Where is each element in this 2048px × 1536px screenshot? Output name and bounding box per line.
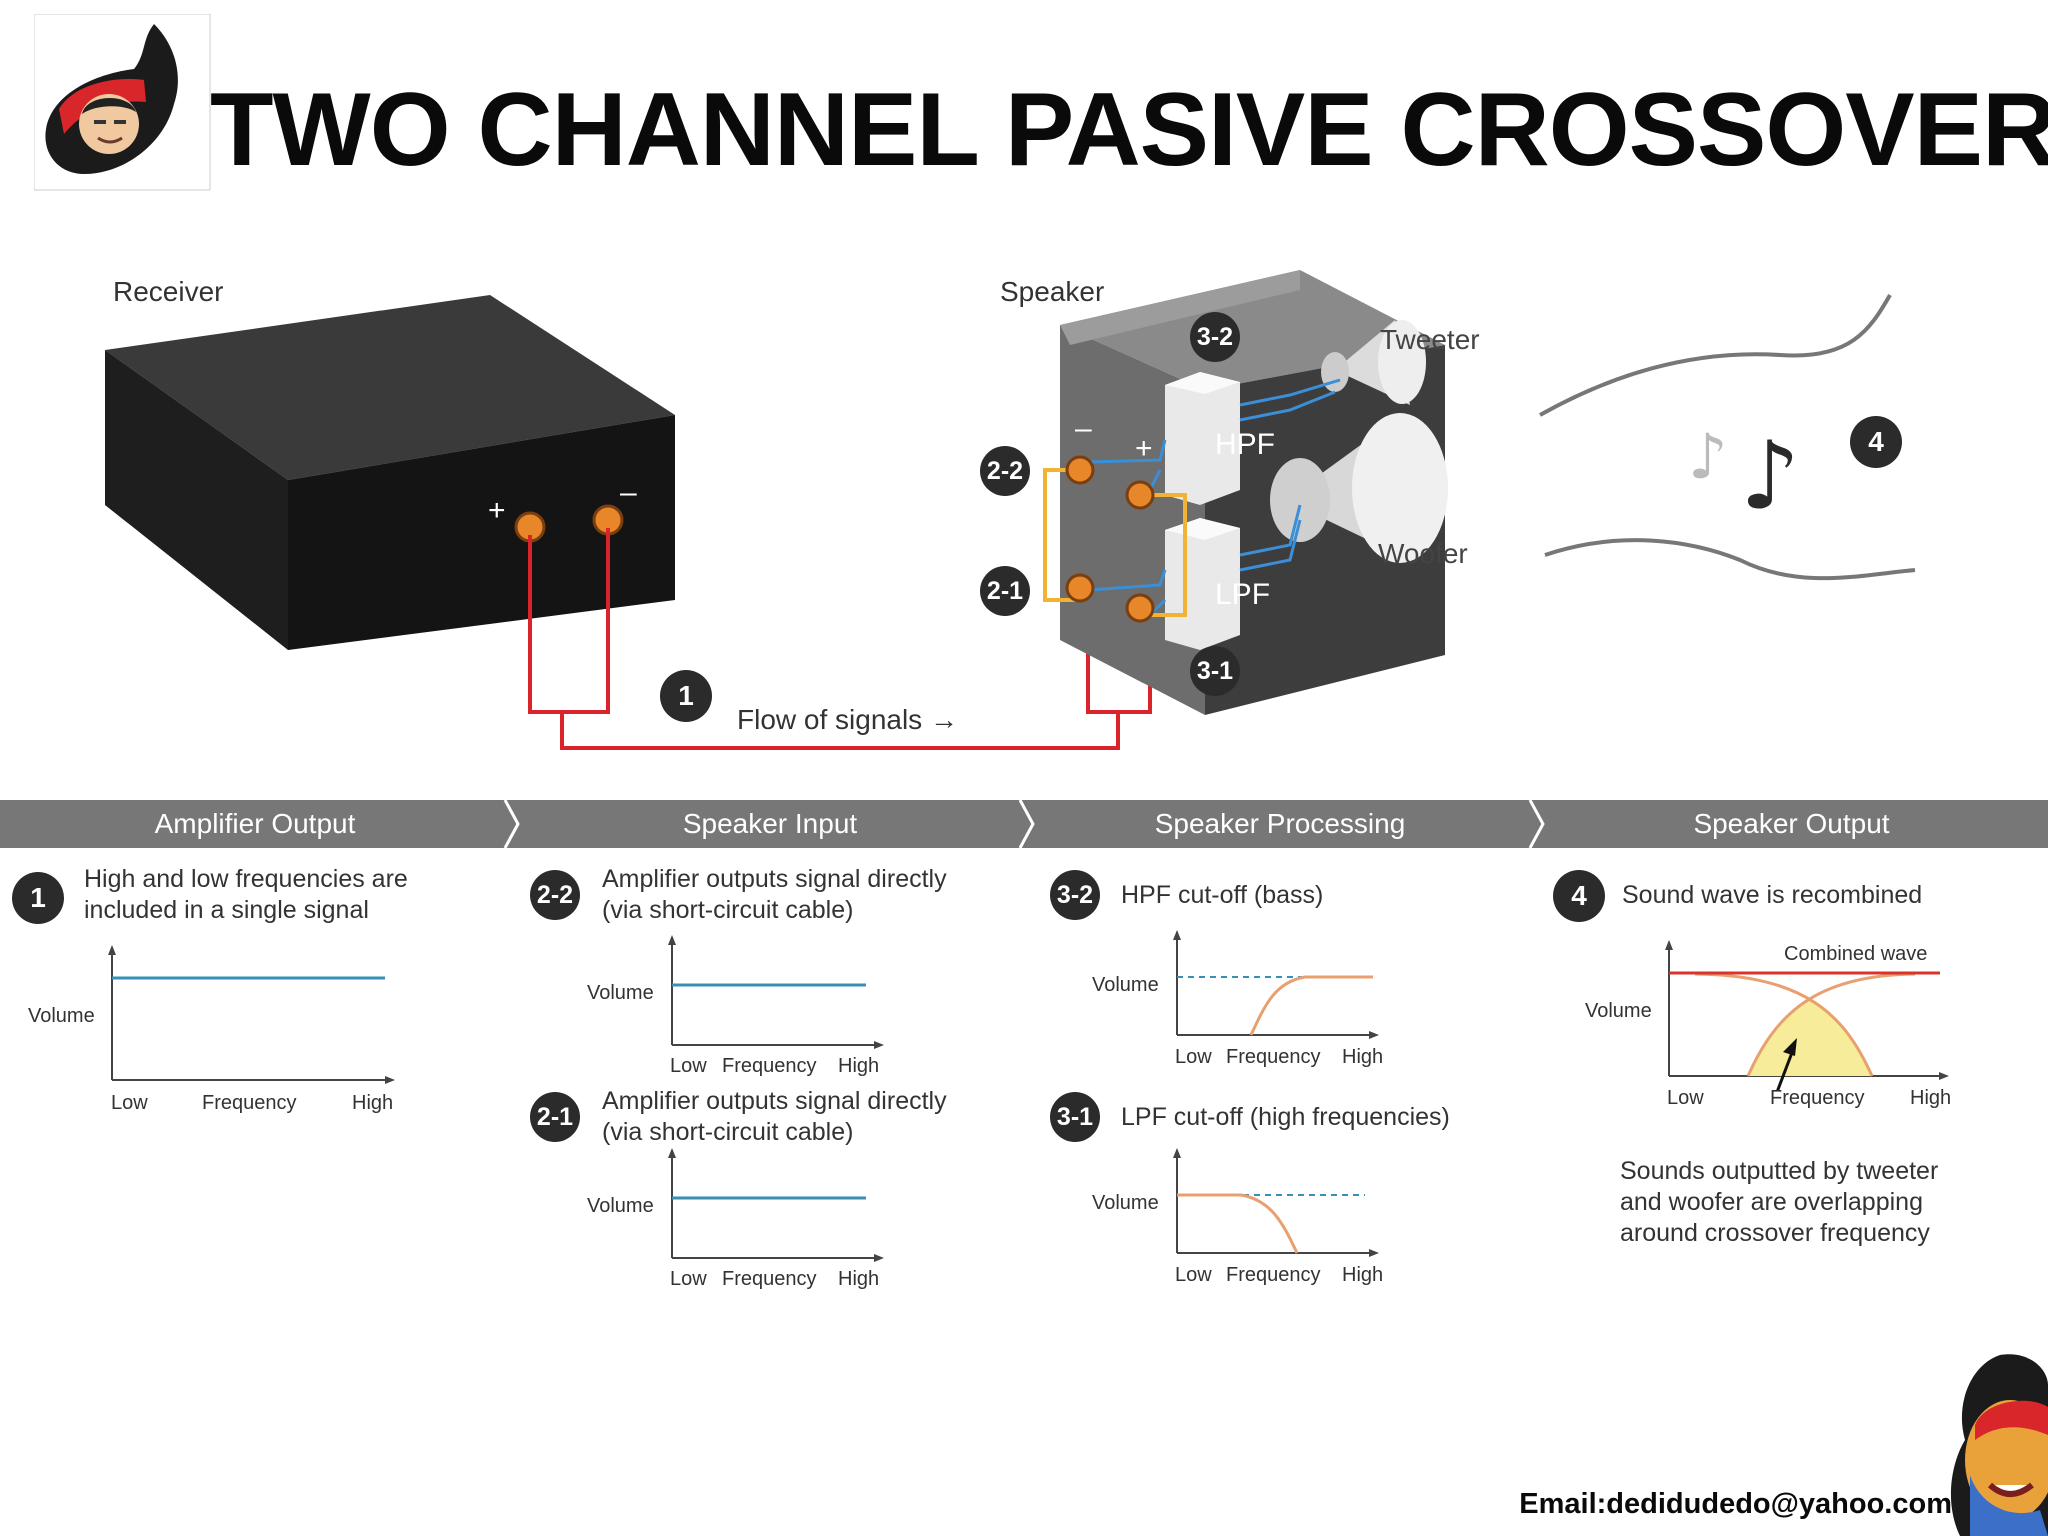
stage-bar: Amplifier Output Speaker Input Speaker P… [0, 800, 2048, 848]
stage-amplifier-output: Amplifier Output [154, 808, 356, 839]
drivers [1270, 320, 1448, 563]
axis-volume: Volume [1585, 1000, 1652, 1022]
overlap-note-line3: around crossover frequency [1620, 1219, 1930, 1247]
panel-3-2-line1: HPF cut-off (bass) [1121, 881, 1324, 909]
speaker-label: Speaker [1000, 276, 1105, 307]
axis-low: Low [111, 1092, 148, 1114]
axis-frequency: Frequency [1770, 1087, 1865, 1109]
step-badge-3-2: 3-2 [1190, 312, 1240, 362]
graph-lpf [1173, 1148, 1379, 1257]
axis-high: High [838, 1055, 880, 1077]
sound-waves [1539, 294, 1916, 581]
axis-volume: Volume [28, 1005, 95, 1027]
step-badge-3-1: 3-1 [1190, 646, 1240, 696]
axis-high: High [1342, 1046, 1384, 1068]
axis-frequency: Frequency [722, 1055, 817, 1077]
speaker-terminals [1065, 455, 1155, 623]
panel-badge-3-2: 3-2 [1050, 870, 1100, 920]
graph-hpf [1173, 930, 1379, 1039]
graph-combined [1665, 940, 1949, 1090]
panel-2-2-line2: (via short-circuit cable) [602, 896, 854, 924]
graph-amplifier-output [108, 945, 395, 1084]
receiver-label: Receiver [113, 276, 224, 307]
axis-volume: Volume [1092, 1192, 1159, 1214]
axis-low: Low [1175, 1046, 1212, 1068]
hpf-label: HPF [1215, 428, 1275, 461]
axis-frequency: Frequency [722, 1268, 817, 1290]
panel-2-1-line2: (via short-circuit cable) [602, 1118, 854, 1146]
contact-email: Email:dedidudedo@yahoo.com [1519, 1488, 1952, 1520]
axis-low: Low [1667, 1087, 1704, 1109]
short-circuit-cable [1043, 468, 1187, 617]
signal-flow-diagram: ♪ ♪ [105, 270, 1916, 750]
axis-low: Low [1175, 1264, 1212, 1286]
panel-badge-3-1: 3-1 [1050, 1092, 1100, 1142]
woofer-label: Woofer [1378, 538, 1468, 569]
speaker-minus: – [1075, 412, 1092, 445]
stage-speaker-output: Speaker Output [1693, 808, 1890, 839]
step-badge-2-2: 2-2 [980, 446, 1030, 496]
panel-badge-1: 1 [12, 872, 64, 924]
lpf-label: LPF [1215, 578, 1271, 611]
speaker-plus: + [1135, 432, 1153, 465]
receiver-plus: + [488, 494, 506, 527]
tweeter-label: Tweeter [1380, 324, 1480, 355]
music-note-icons: ♪ ♪ [1688, 420, 1800, 531]
axis-high: High [838, 1268, 880, 1290]
step-badge-4: 4 [1850, 416, 1902, 468]
panel-badge-2-2: 2-2 [530, 870, 580, 920]
panel-1-line1: High and low frequencies are [84, 865, 408, 893]
flow-of-signals-label: Flow of signals → [737, 704, 958, 735]
axis-frequency: Frequency [1226, 1046, 1321, 1068]
step-badge-2-1: 2-1 [980, 566, 1030, 616]
receiver-minus: – [620, 476, 637, 509]
panel-badge-2-1: 2-1 [530, 1092, 580, 1142]
step-badge-1: 1 [660, 670, 712, 722]
receiver-terminals [514, 504, 624, 543]
overlap-note-line1: Sounds outputted by tweeter [1620, 1157, 1939, 1185]
graph-speaker-input-2-2 [668, 935, 884, 1049]
graph-speaker-input-2-1 [668, 1148, 884, 1262]
logo [34, 14, 211, 191]
panel-badge-4: 4 [1553, 870, 1605, 922]
portrait-image [1950, 1354, 2048, 1536]
axis-low: Low [670, 1055, 707, 1077]
axis-low: Low [670, 1268, 707, 1290]
axis-high: High [1342, 1264, 1384, 1286]
svg-text:♪: ♪ [1688, 420, 1728, 493]
page-title: TWO CHANNEL PASIVE CROSSOVER [210, 72, 2048, 188]
axis-high: High [1910, 1087, 1952, 1109]
overlap-note-line2: and woofer are overlapping [1620, 1188, 1923, 1216]
axis-high: High [352, 1092, 394, 1114]
filter-wires [1087, 378, 1341, 617]
panel-1-line2: included in a single signal [84, 896, 369, 924]
panel-2-1-line1: Amplifier outputs signal directly [602, 1087, 947, 1115]
receiver-box [105, 295, 675, 650]
stage-speaker-input: Speaker Input [682, 808, 858, 839]
axis-volume: Volume [1092, 974, 1159, 996]
panel-4-line1: Sound wave is recombined [1622, 881, 1923, 909]
axis-volume: Volume [587, 982, 654, 1004]
axis-volume: Volume [587, 1195, 654, 1217]
combined-wave-label: Combined wave [1784, 943, 1928, 965]
axis-frequency: Frequency [202, 1092, 297, 1114]
panel-3-1-line1: LPF cut-off (high frequencies) [1121, 1103, 1450, 1131]
axis-frequency: Frequency [1226, 1264, 1321, 1286]
stage-separators [503, 800, 1545, 848]
svg-text:♪: ♪ [1740, 422, 1800, 531]
panel-2-2-line1: Amplifier outputs signal directly [602, 865, 947, 893]
stage-speaker-processing: Speaker Processing [1154, 808, 1406, 839]
